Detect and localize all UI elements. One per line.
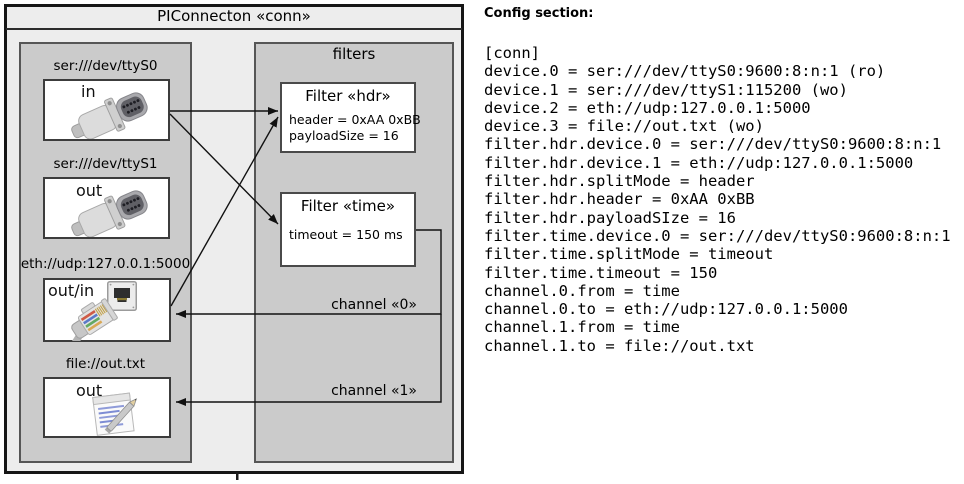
device-direction: in (81, 82, 96, 101)
device-box-ser-ttys0: in (43, 79, 170, 141)
device-label-ser-ttys1: ser:///dev/ttyS1 (53, 156, 158, 172)
ethernet-port-icon (107, 281, 137, 311)
filter-title: Filter «hdr» (305, 87, 391, 105)
title-separator (6, 28, 462, 30)
config-text: [conn] device.0 = ser:///dev/ttyS0:9600:… (484, 44, 951, 355)
device-direction: out (76, 181, 103, 200)
filter-title: Filter «time» (300, 197, 396, 215)
serial-db9-connector-icon (71, 92, 148, 139)
filter-box-hdr: Filter «hdr» header = 0xAA 0xBB payloadS… (280, 82, 421, 153)
device-box-file-out: out (43, 377, 171, 438)
diagram-title: PIConnecton «conn» (157, 7, 311, 25)
device-direction: out (76, 381, 103, 400)
ethernet-plug-icon (64, 298, 118, 341)
filter-params: timeout = 150 ms (289, 227, 403, 242)
device-direction: out/in (48, 281, 95, 300)
filter-box-time: Filter «time» timeout = 150 ms (280, 192, 416, 267)
device-box-ser-ttys1: out (43, 177, 170, 239)
config-heading: Config section: (484, 6, 594, 21)
device-box-eth-udp: out/in (43, 278, 171, 342)
serial-db9-connector-icon (71, 190, 148, 237)
filter-params: header = 0xAA 0xBB payloadSize = 16 (289, 112, 421, 143)
device-label-file-out: file://out.txt (65, 356, 146, 372)
device-label-eth-udp: eth://udp:127.0.0.1:5000 (20, 256, 191, 272)
channel-0-label: channel «0» (331, 297, 417, 313)
channel-1-label: channel «1» (331, 383, 417, 399)
notepad-icon (92, 392, 138, 436)
filters-panel-title: filters (332, 45, 376, 63)
device-label-ser-ttys0: ser:///dev/ttyS0 (53, 58, 158, 74)
